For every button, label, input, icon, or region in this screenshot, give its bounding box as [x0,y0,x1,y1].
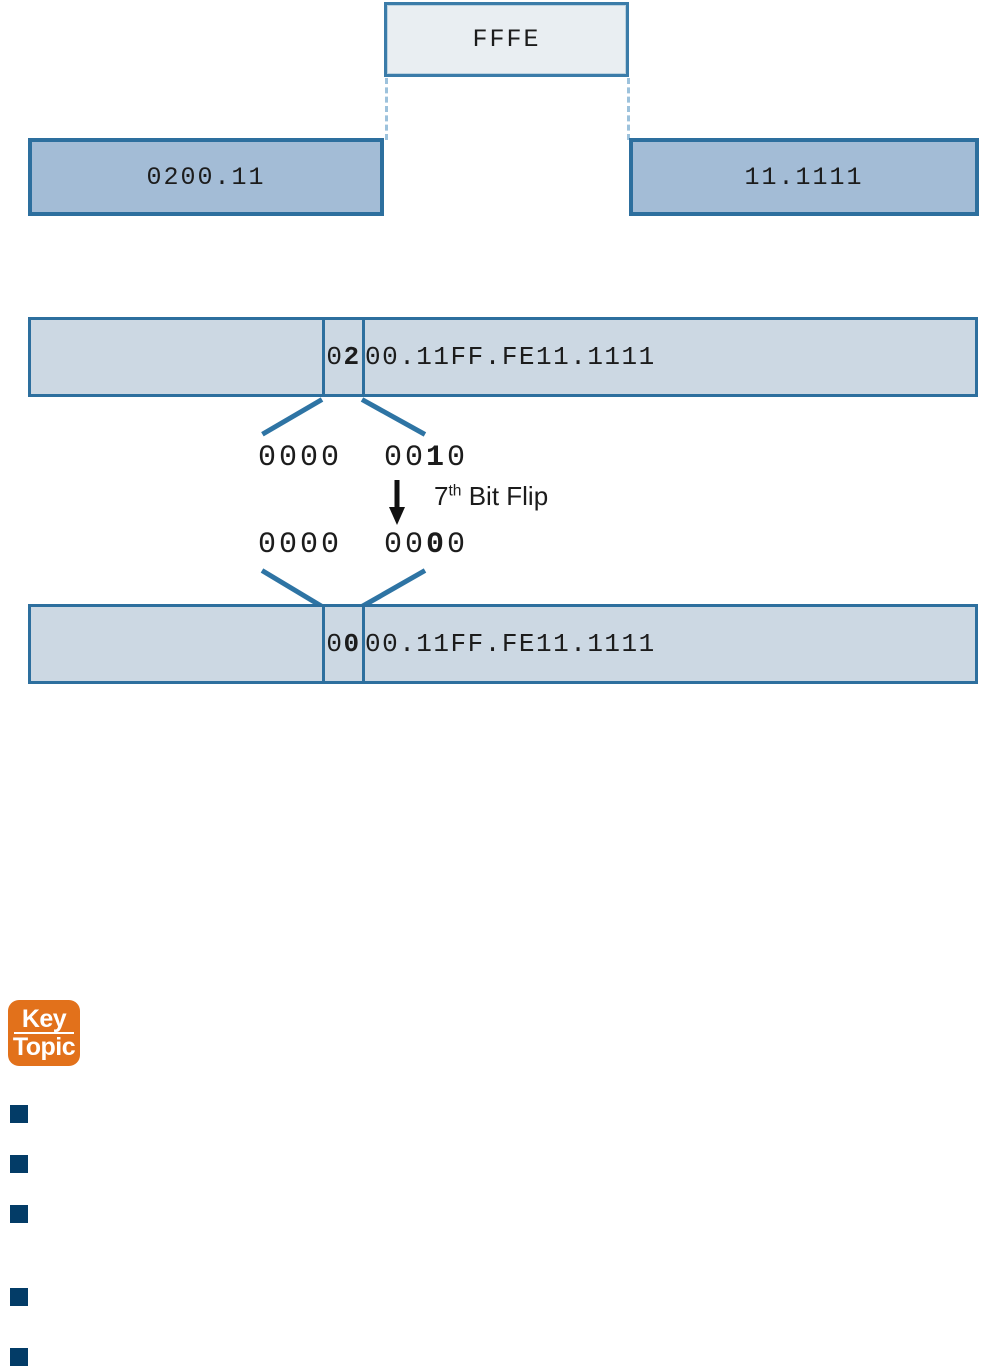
down-arrow-icon [389,480,405,525]
first-octet-before-bold: 2 [343,342,361,372]
bullet-marker [10,1288,28,1306]
address-bar-before-flip: 02 00.11FF.FE11.1111 [28,317,978,397]
binary-before-prefix: 0000 00 [258,441,427,475]
first-octet-after-bold: 0 [343,629,361,659]
bit-flip-label: 7th Bit Flip [434,481,548,512]
key-topic-line1: Key [21,1005,67,1033]
key-topic-divider [14,1032,74,1034]
binary-after-bold-bit: 0 [426,528,448,562]
address-remainder-before: 00.11FF.FE11.1111 [365,342,656,372]
mac-left-half-label: 0200.11 [146,162,266,192]
first-octet-cell-before: 02 [322,320,365,394]
first-octet-after-text: 00 [326,629,360,659]
binary-after-flip: 0000 0000 [258,528,468,562]
first-octet-before-plain: 0 [326,342,344,372]
binary-before-suffix: 0 [447,441,469,475]
bullet-marker [10,1205,28,1223]
dashed-connector-right [627,78,630,140]
bullet-marker [10,1105,28,1123]
dashed-connector-left [385,78,388,140]
bit-flip-number: 7 [434,481,449,511]
fffe-label: FFFE [472,25,541,54]
leader-line-after-right [360,568,427,609]
bit-flip-ordinal: th [448,482,462,500]
first-octet-cell-after: 00 [322,607,365,681]
key-topic-line2: Topic [12,1033,76,1061]
address-bar-after-flip: 00 00.11FF.FE11.1111 [28,604,978,684]
key-topic-badge: Key Topic [8,1000,80,1066]
mac-left-half-box: 0200.11 [28,138,384,216]
bullet-marker [10,1155,28,1173]
fffe-box: FFFE [384,2,629,77]
mac-right-half-label: 11.1111 [744,162,864,192]
bit-flip-text: Bit Flip [461,481,549,511]
first-octet-before-text: 02 [326,342,360,372]
binary-after-suffix: 0 [447,528,469,562]
bullet-marker [10,1348,28,1366]
address-remainder-after: 00.11FF.FE11.1111 [365,629,656,659]
first-octet-after-plain: 0 [326,629,344,659]
leader-line-before-left [260,397,324,437]
leader-line-after-left [260,568,324,609]
binary-before-flip: 0000 0010 [258,441,468,475]
binary-before-bold-bit: 1 [426,441,448,475]
leader-line-before-right [360,397,427,437]
binary-after-prefix: 0000 00 [258,528,427,562]
mac-right-half-box: 11.1111 [629,138,979,216]
